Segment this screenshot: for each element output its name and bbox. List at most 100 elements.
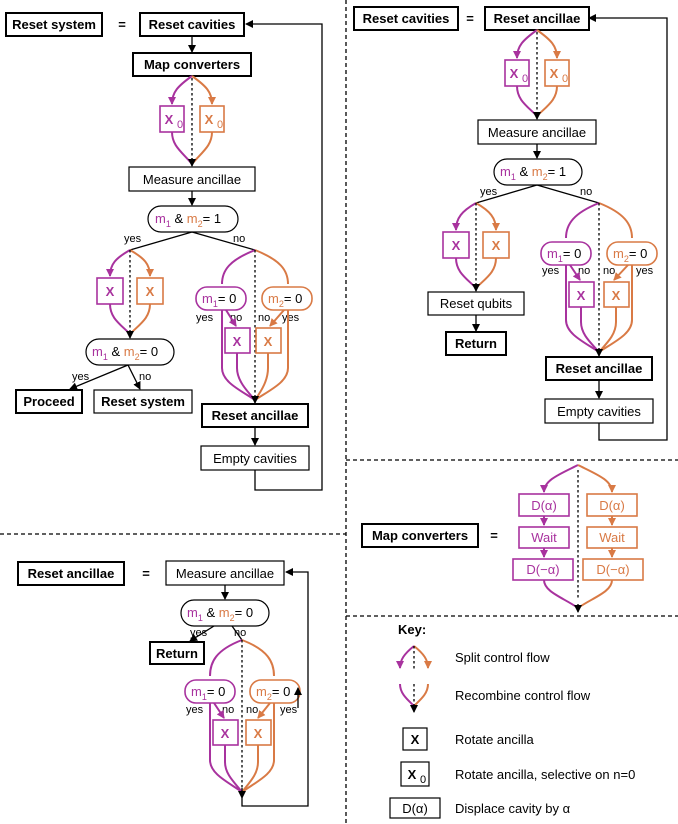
svg-text:Reset system: Reset system [101,394,185,409]
svg-text:no: no [246,704,258,716]
key-rotate-selective: Rotate ancilla, selective on n=0 [455,767,635,782]
svg-text:m2= 0: m2= 0 [268,291,302,309]
svg-text:X: X [411,732,420,747]
reset-cavities-section: Reset cavities = Reset ancillae X 0 X 0 … [353,6,668,441]
svg-text:Reset ancillae: Reset ancillae [494,11,581,26]
svg-text:yes: yes [480,186,498,198]
svg-text:Reset ancillae: Reset ancillae [556,361,643,376]
svg-text:Wait: Wait [599,530,625,545]
svg-text:no: no [139,371,151,383]
svg-text:X: X [254,726,263,741]
svg-text:Return: Return [455,336,497,351]
svg-text:no: no [234,627,246,639]
svg-text:yes: yes [186,704,204,716]
svg-text:m2= 0: m2= 0 [613,246,647,264]
return-box-rc [445,331,507,356]
svg-text:Reset cavities: Reset cavities [363,11,450,26]
svg-text:X: X [612,288,621,303]
svg-text:yes: yes [72,371,90,383]
svg-text:Empty cavities: Empty cavities [557,404,641,419]
measure-ancillae-label: Measure ancillae [143,172,241,187]
svg-text:Return: Return [156,646,198,661]
svg-text:no: no [258,312,270,324]
svg-text:m1 & m2= 1: m1 & m2= 1 [500,164,566,182]
svg-text:X: X [146,284,155,299]
svg-text:m1 & m2= 0: m1 & m2= 0 [92,344,158,362]
svg-text:0: 0 [522,73,528,85]
reset-ancillae-section: Reset ancillae = Measure ancillae m1 & m… [17,560,309,807]
reset-system-title: Reset system [12,17,96,32]
svg-text:m2= 0: m2= 0 [256,684,290,702]
svg-text:m1= 0: m1= 0 [547,246,581,264]
svg-text:Map converters: Map converters [372,528,468,543]
key-rotate: Rotate ancilla [455,732,535,747]
svg-text:X: X [205,112,214,127]
svg-text:Empty cavities: Empty cavities [213,451,297,466]
proceed-label: Proceed [23,394,74,409]
svg-text:Measure ancillae: Measure ancillae [488,125,586,140]
reset-cavities-label: Reset cavities [149,17,236,32]
svg-text:X: X [264,334,273,349]
m1-m2-eq0-box [85,338,175,366]
map-converters-section: Map converters = D(α) D(α) Wait Wait D(−… [361,464,644,613]
svg-text:no: no [580,186,592,198]
measure-ancillae-box [128,166,256,192]
legend-key: Key: Split control flow Recombine contro… [389,622,635,819]
svg-text:Reset qubits: Reset qubits [440,296,513,311]
svg-text:yes: yes [196,312,214,324]
svg-text:D(α): D(α) [402,801,428,816]
svg-text:no: no [222,704,234,716]
svg-text:0: 0 [177,119,183,131]
svg-text:X: X [408,767,417,782]
key-recombine: Recombine control flow [455,688,591,703]
reset-system-title-box [5,12,103,37]
svg-text:X: X [452,238,461,253]
svg-text:Reset ancillae: Reset ancillae [212,408,299,423]
svg-text:=: = [142,566,150,581]
svg-text:Reset ancillae: Reset ancillae [28,566,115,581]
svg-text:X: X [510,66,519,81]
svg-text:m1 & m2= 1: m1 & m2= 1 [155,211,221,229]
key-title: Key: [398,622,426,637]
svg-text:yes: yes [282,312,300,324]
svg-text:0: 0 [217,119,223,131]
svg-text:no: no [603,265,615,277]
reset-system-box [93,389,193,414]
svg-text:=: = [490,528,498,543]
svg-text:yes: yes [190,627,208,639]
svg-text:yes: yes [124,233,142,245]
x-ora-box-2 [255,327,282,354]
svg-text:=: = [466,11,474,26]
svg-text:no: no [233,233,245,245]
x-mag-box [96,277,124,305]
svg-text:X: X [577,288,586,303]
svg-text:0: 0 [420,774,426,786]
svg-text:X: X [106,284,115,299]
svg-text:X: X [233,334,242,349]
svg-text:no: no [578,265,590,277]
svg-text:yes: yes [542,265,560,277]
x-mag-box-2 [224,327,251,354]
svg-text:yes: yes [280,704,298,716]
proceed-box [15,389,83,414]
reset-cavities-title-box [353,6,459,31]
key-split: Split control flow [455,650,550,665]
key-displace: Displace cavity by α [455,801,571,816]
svg-text:D(−α): D(−α) [596,562,629,577]
svg-text:yes: yes [636,265,654,277]
svg-text:Measure ancillae: Measure ancillae [176,566,274,581]
svg-text:D(−α): D(−α) [526,562,559,577]
svg-text:0: 0 [562,73,568,85]
svg-text:D(α): D(α) [531,498,557,513]
map-converters-label: Map converters [144,57,240,72]
svg-text:X: X [221,726,230,741]
svg-text:D(α): D(α) [599,498,625,513]
reset-system-section: Reset system = Reset cavities Map conver… [5,12,323,491]
svg-text:m1= 0: m1= 0 [202,291,236,309]
svg-text:X: X [165,112,174,127]
svg-text:Wait: Wait [531,530,557,545]
svg-text:X: X [550,66,559,81]
